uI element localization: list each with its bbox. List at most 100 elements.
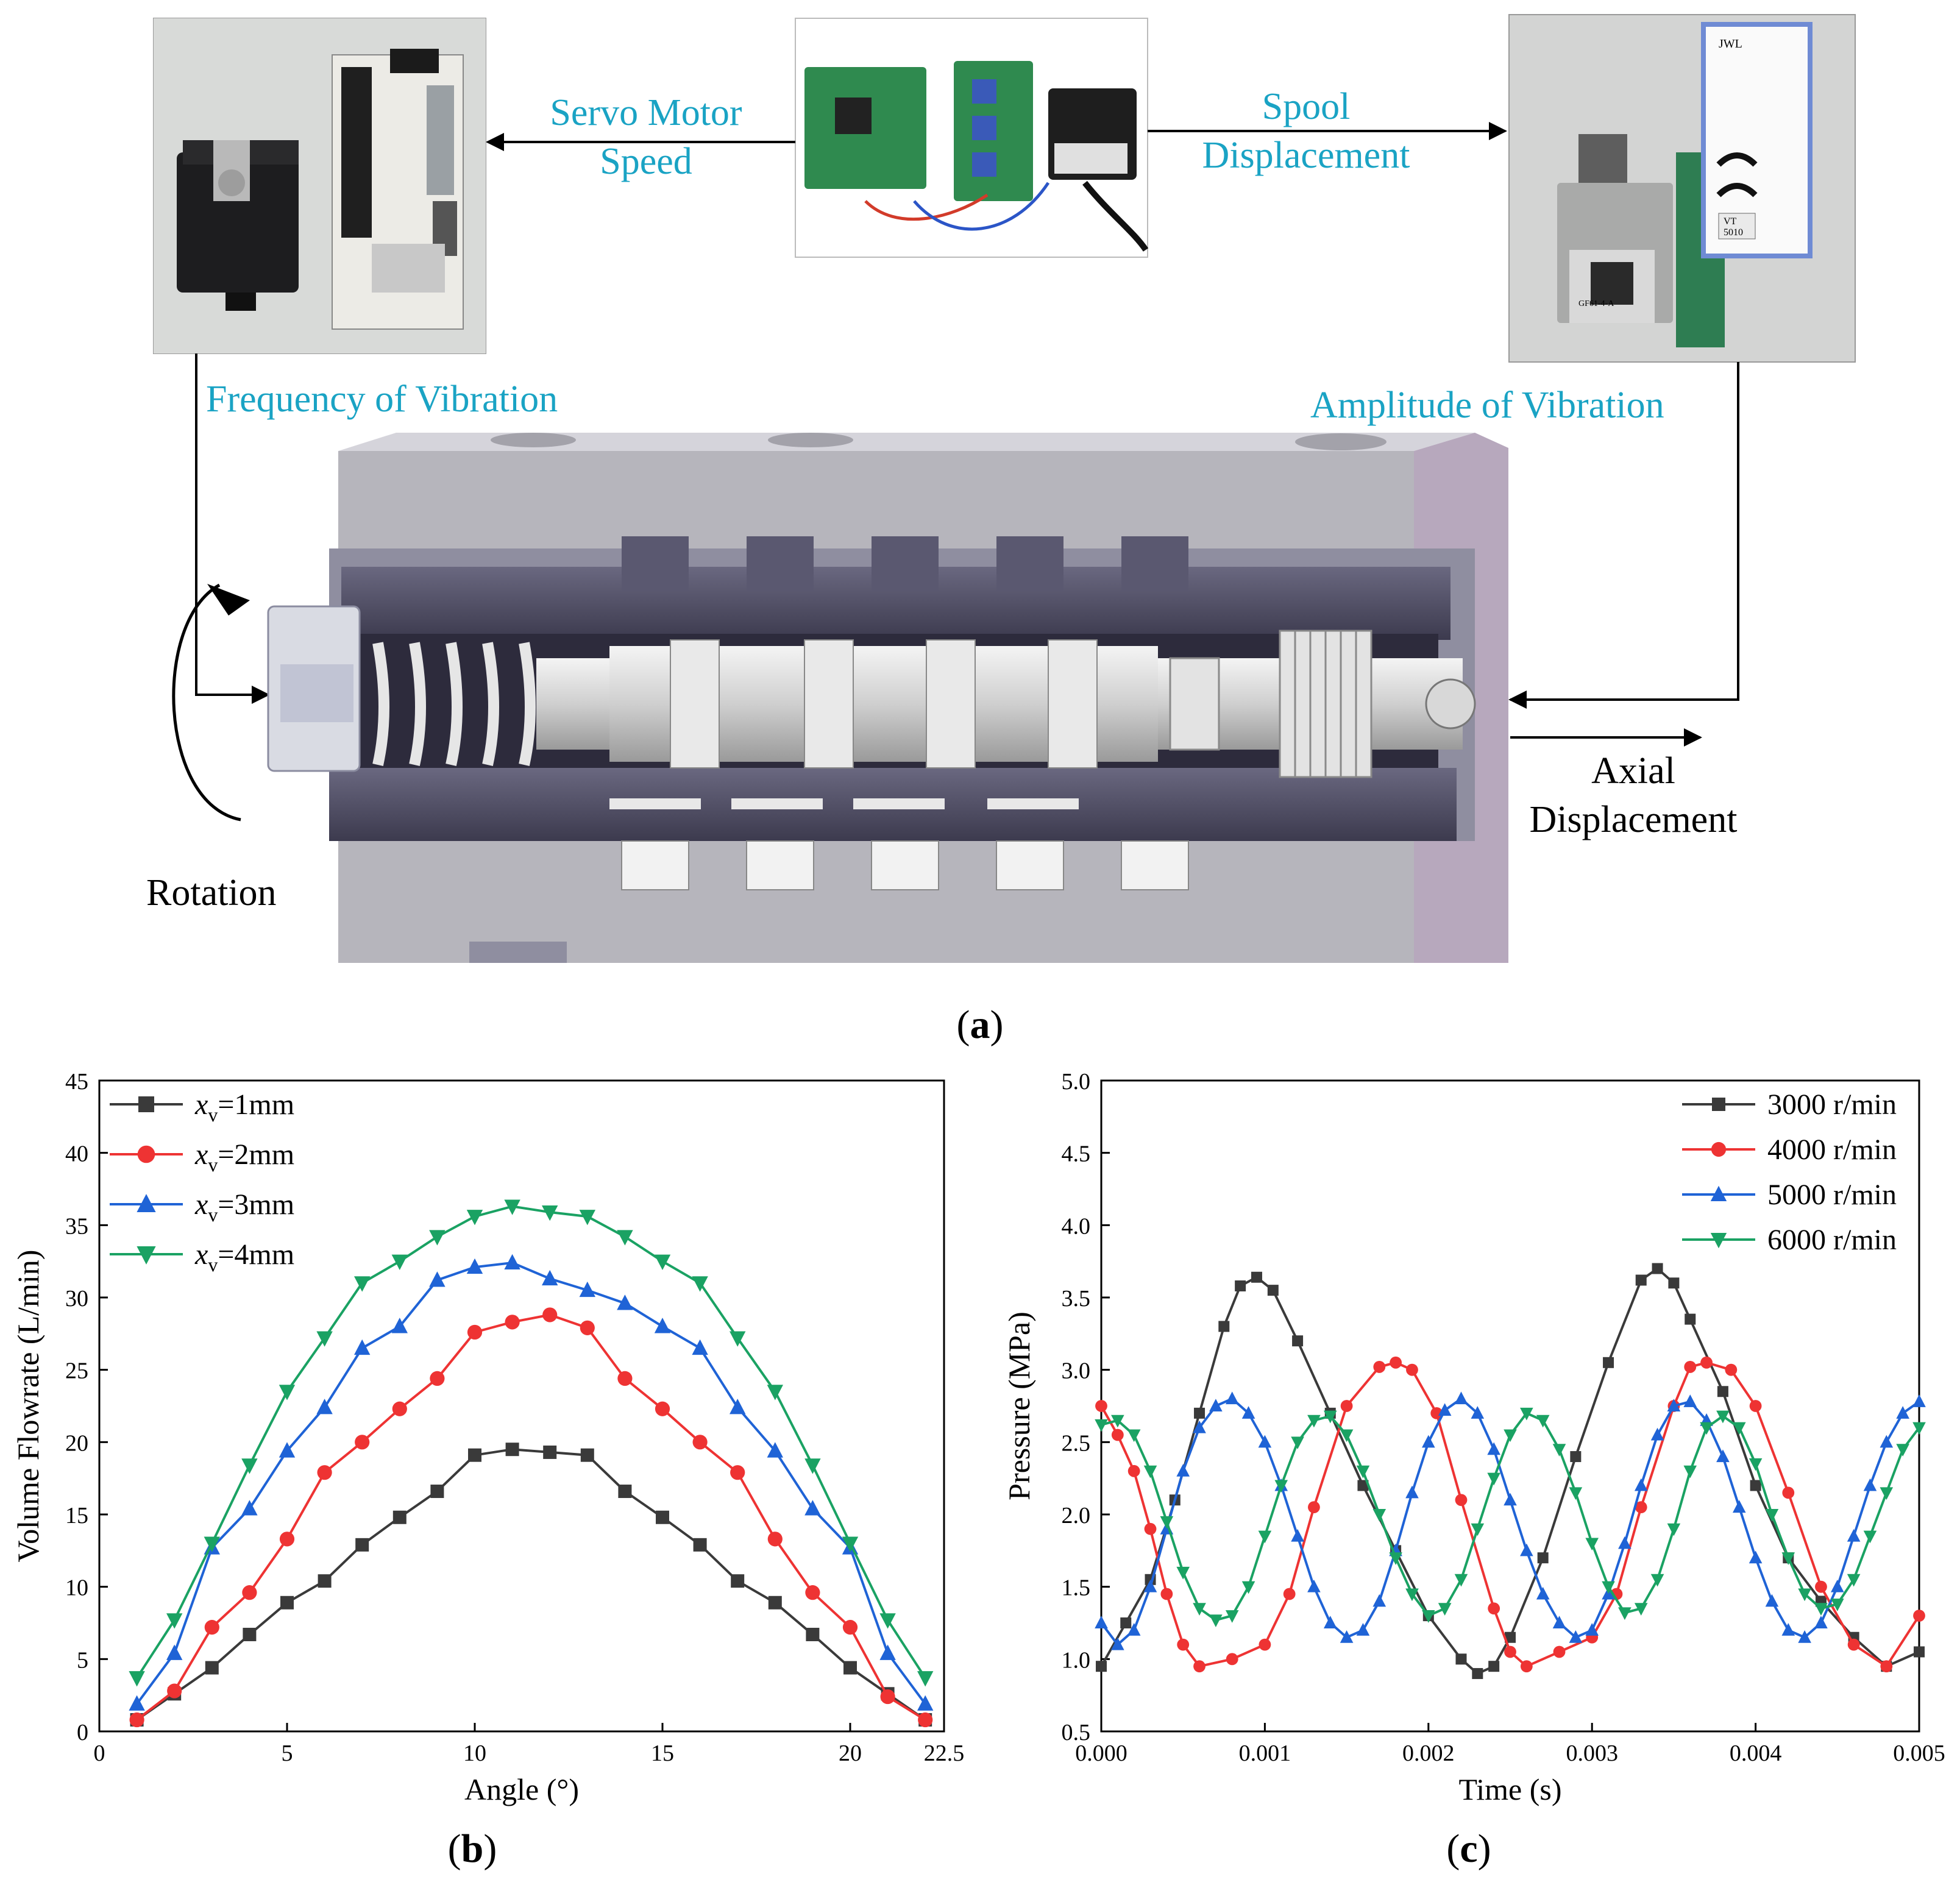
b-point: [466, 1258, 483, 1274]
b-point: [768, 1596, 782, 1610]
c-point: [1634, 1478, 1648, 1491]
b-point: [504, 1199, 520, 1215]
b-ytick-label: 40: [65, 1141, 88, 1167]
c-point: [1209, 1614, 1223, 1627]
b-point: [166, 1613, 183, 1629]
b-point: [767, 1532, 783, 1547]
c-point: [1504, 1493, 1517, 1506]
c-point: [1798, 1630, 1811, 1643]
b-point: [654, 1318, 671, 1333]
c-point: [1618, 1536, 1632, 1549]
c-point: [1274, 1480, 1288, 1493]
c-point: [1585, 1623, 1599, 1636]
b-series-line-3: [135, 1261, 926, 1705]
c-point: [1635, 1274, 1647, 1286]
c-point: [1732, 1500, 1746, 1513]
c-point: [1095, 1616, 1108, 1628]
c-point: [1585, 1538, 1599, 1551]
c-point: [1455, 1494, 1468, 1507]
c-point: [1553, 1645, 1566, 1658]
b-point: [354, 1276, 371, 1292]
c-point: [1552, 1616, 1566, 1628]
c-point: [1209, 1399, 1223, 1411]
b-ytick-label: 20: [65, 1430, 88, 1456]
c-point: [1406, 1363, 1418, 1376]
b-point: [806, 1627, 820, 1641]
c-point: [1430, 1407, 1443, 1419]
b-point: [430, 1485, 444, 1499]
c-point: [1683, 1394, 1697, 1407]
c-point: [1308, 1501, 1320, 1514]
b-point: [391, 1254, 408, 1270]
c-point: [1258, 1435, 1272, 1448]
c-legend-label: 3000 r/min: [1767, 1088, 1897, 1121]
b-ytick-label: 35: [65, 1213, 88, 1239]
c-point: [1847, 1528, 1861, 1542]
c-point: [1667, 1399, 1681, 1411]
b-point: [617, 1230, 633, 1246]
b-point: [317, 1465, 332, 1480]
c-legend-marker: [1711, 1141, 1727, 1157]
b-point: [279, 1442, 296, 1458]
b-point: [767, 1442, 783, 1458]
c-point: [1259, 1638, 1271, 1651]
c-point: [1438, 1603, 1452, 1616]
c-point: [1913, 1610, 1925, 1622]
valve-model-text: GF61-4-A: [1578, 299, 1614, 308]
c-point: [1193, 1660, 1205, 1673]
c-point: [1749, 1458, 1763, 1471]
b-point: [692, 1435, 708, 1450]
c-point: [1700, 1422, 1713, 1435]
chart-c-xlabel: Time (s): [1458, 1772, 1561, 1806]
label-amplitude-of-vibration: Amplitude of Vibration: [1310, 385, 1664, 426]
c-legend-marker: [1710, 1185, 1727, 1201]
c-point: [1798, 1588, 1811, 1602]
rotation-arc: [172, 583, 241, 822]
b-legend-label: xv=4mm: [194, 1238, 294, 1276]
c-point: [1144, 1522, 1157, 1535]
b-point: [279, 1385, 296, 1400]
c-point: [1096, 1661, 1107, 1672]
c-point: [1111, 1637, 1124, 1650]
b-point: [580, 1320, 595, 1335]
c-point: [1307, 1414, 1321, 1428]
b-point: [316, 1399, 333, 1414]
c-ytick-label: 2.5: [1062, 1430, 1091, 1456]
c-point: [1143, 1579, 1157, 1592]
c-point: [1814, 1603, 1828, 1616]
c-point: [1863, 1478, 1877, 1491]
label-rotation: Rotation: [146, 872, 277, 914]
valve-cross-section: [267, 433, 1508, 963]
c-legend-marker: [1712, 1098, 1725, 1111]
b-series-line-4: [135, 1205, 926, 1679]
c-point: [1684, 1361, 1697, 1373]
b-point: [355, 1538, 369, 1552]
b-ytick-label: 15: [65, 1503, 88, 1528]
b-point: [918, 1712, 933, 1728]
c-point: [1749, 1400, 1762, 1412]
b-point: [354, 1339, 371, 1355]
c-point: [1241, 1406, 1255, 1419]
label-axial: Axial: [1591, 750, 1675, 792]
c-point: [1847, 1638, 1860, 1651]
c-point: [1552, 1444, 1566, 1457]
b-point: [505, 1443, 519, 1457]
c-point: [1504, 1429, 1517, 1443]
b-xtick-label: 10: [463, 1741, 486, 1766]
c-point: [1487, 1472, 1500, 1486]
b-point: [842, 1536, 859, 1552]
b-ytick-label: 0: [77, 1720, 88, 1745]
b-point: [543, 1445, 557, 1459]
c-point: [1650, 1574, 1664, 1587]
b-point: [166, 1644, 183, 1660]
label-frequency-of-vibration: Frequency of Vibration: [206, 378, 558, 420]
b-legend-marker: [138, 1096, 154, 1112]
c-point: [1880, 1487, 1894, 1500]
b-point: [730, 1331, 746, 1347]
c-point: [1716, 1449, 1730, 1463]
c-point: [1847, 1574, 1861, 1587]
c-xtick-label: 0.005: [1893, 1741, 1945, 1766]
b-point: [430, 1371, 445, 1386]
b-xtick-label: 5: [282, 1741, 293, 1766]
